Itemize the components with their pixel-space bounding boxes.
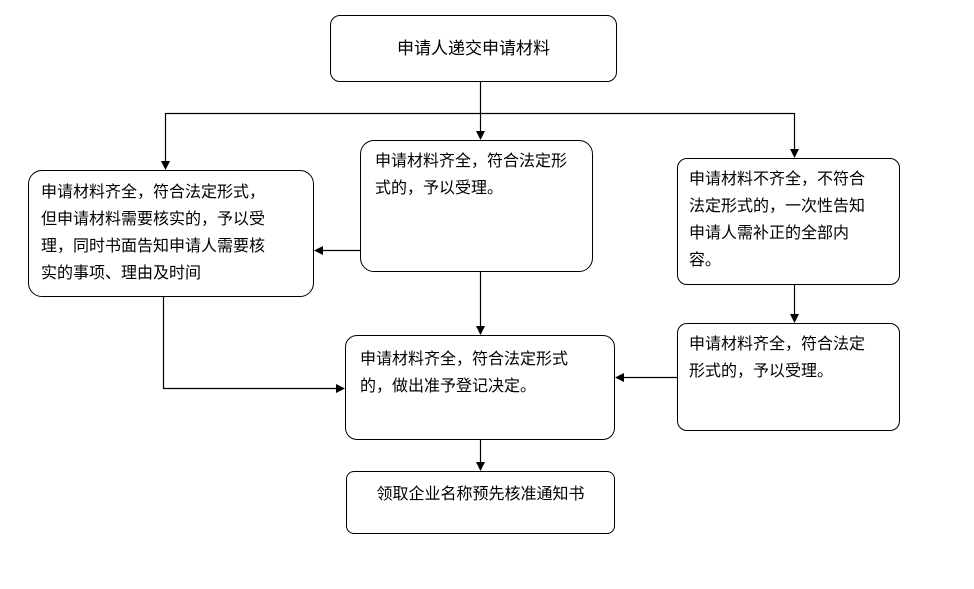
edge-right-to-right-lower [790,285,799,323]
node-label: 申请人递交申请材料 [397,39,550,58]
edge-branch-to-left [161,113,170,170]
node-label-line: 但申请材料需要核实的，予以受 [41,211,266,228]
edge-decision-to-final [476,440,485,471]
edge-branch-to-middle [476,113,485,140]
node-accept-after-correction: 申请材料齐全，符合法定 形式的，予以受理。 [677,323,900,431]
node-label-line: 理，同时书面告知申请人需要核 [41,238,266,255]
node-label-line: 法定形式的，一次性告知 [689,198,866,215]
node-registration-decision: 申请材料齐全，符合法定形式 的，做出准予登记决定。 [345,335,615,440]
edge-middle-to-left [314,246,360,255]
edge-left-to-decision [162,297,345,393]
node-label-line: 申请材料不齐全，不符合 [689,171,866,188]
node-accept-with-verification: 申请材料齐全，符合法定形式， 但申请材料需要核实的，予以受 理，同时书面告知申请… [28,170,314,297]
node-label-line: 申请人需补正的全部内 [689,225,850,242]
edge-middle-to-decision [476,272,485,335]
node-label-line: 申请材料齐全，符合法定形 [375,153,568,170]
edge-right-lower-to-decision [615,373,677,382]
node-label: 领取企业名称预先核准通知书 [376,486,585,503]
node-receive-notice: 领取企业名称预先核准通知书 [346,471,615,534]
node-label-line: 申请材料齐全，符合法定形式 [360,351,569,368]
node-label-line: 申请材料齐全，符合法定形式， [41,184,266,201]
edge-submit-to-branch [165,82,795,115]
node-incomplete-notify: 申请材料不齐全，不符合 法定形式的，一次性告知 申请人需补正的全部内 容。 [677,158,900,285]
node-label-line: 式的，予以受理。 [375,180,504,197]
edge-branch-to-right [790,113,799,158]
node-label-line: 形式的，予以受理。 [689,363,834,380]
node-label-line: 实的事项、理由及时间 [41,265,202,282]
node-label-line: 申请材料齐全，符合法定 [689,336,866,353]
node-label-line: 容。 [689,252,722,269]
node-submit-application: 申请人递交申请材料 [330,15,617,82]
node-accept-complete: 申请材料齐全，符合法定形 式的，予以受理。 [360,140,593,272]
node-label-line: 的，做出准予登记决定。 [360,378,537,395]
